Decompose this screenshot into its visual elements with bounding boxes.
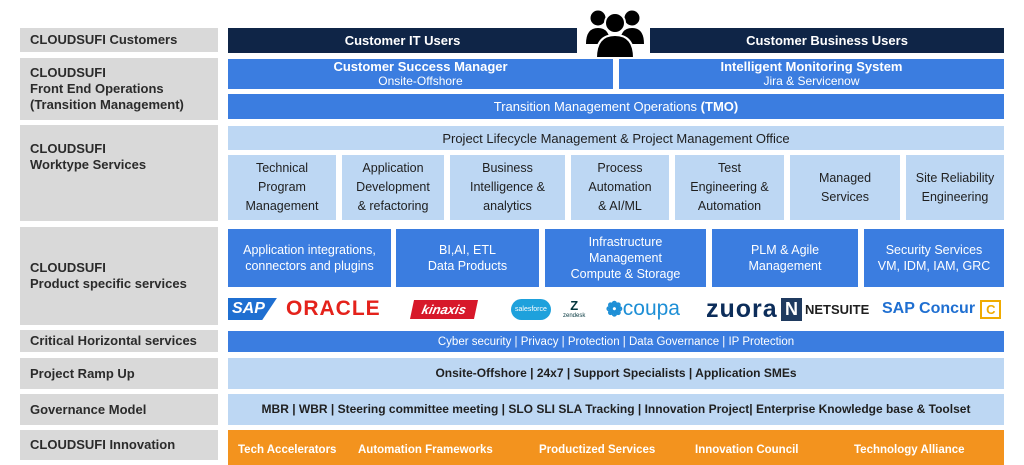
kinaxis-logo: kinaxis xyxy=(409,295,479,323)
label-innovation: CLOUDSUFI Innovation xyxy=(20,430,218,460)
netsuite-logo: N NETSUITE xyxy=(781,295,869,323)
label-product-services: CLOUDSUFI Product specific services xyxy=(20,227,218,325)
governance-bar: MBR | WBR | Steering committee meeting |… xyxy=(228,394,1004,425)
project-lifecycle-management: Project Lifecycle Management & Project M… xyxy=(228,126,1004,150)
worktype-service: Business Intelligence & analytics xyxy=(450,155,565,220)
label-front-end-operations: CLOUDSUFI Front End Operations (Transiti… xyxy=(20,58,218,120)
innovation-item: Automation Frameworks xyxy=(358,444,493,456)
oracle-logo: ORACLE xyxy=(286,297,381,320)
innovation-item: Innovation Council xyxy=(695,444,799,456)
innovation-bar: Tech Accelerators Automation Frameworks … xyxy=(228,430,1004,465)
project-ramp-up-bar: Onsite-Offshore | 24x7 | Support Special… xyxy=(228,358,1004,389)
zendesk-logo: Z zendesk xyxy=(563,297,586,319)
worktype-service: Test Engineering & Automation xyxy=(675,155,784,220)
sap-concur-logo: SAP Concur C xyxy=(882,295,1002,323)
customer-it-users: Customer IT Users xyxy=(228,28,577,53)
intelligent-monitoring-system: Intelligent Monitoring System Jira & Ser… xyxy=(619,59,1004,89)
product-service: PLM & Agile Management xyxy=(712,229,858,287)
label-critical-services: Critical Horizontal services xyxy=(20,330,218,352)
innovation-item: Tech Accelerators xyxy=(238,444,337,456)
coupa-logo: ❁ coupa xyxy=(606,297,680,321)
product-service: Application integrations, connectors and… xyxy=(228,229,391,287)
product-service: Security Services VM, IDM, IAM, GRC xyxy=(864,229,1004,287)
customer-success-manager: Customer Success Manager Onsite-Offshore xyxy=(228,59,613,89)
salesforce-logo: salesforce xyxy=(511,295,551,323)
customer-business-users: Customer Business Users xyxy=(650,28,1004,53)
label-worktype-services: CLOUDSUFI Worktype Services xyxy=(20,125,218,221)
ims-subtitle: Jira & Servicenow xyxy=(763,74,860,88)
worktype-service: Managed Services xyxy=(790,155,900,220)
label-project-ramp-up: Project Ramp Up xyxy=(20,358,218,389)
worktype-service: Technical Program Management xyxy=(228,155,336,220)
worktype-service: Process Automation & AI/ML xyxy=(571,155,669,220)
innovation-item: Productized Services xyxy=(539,444,656,456)
product-service: Infrastructure Management Compute & Stor… xyxy=(545,229,706,287)
tmo-abbr: (TMO) xyxy=(700,98,739,114)
innovation-item: Technology Alliance xyxy=(854,444,965,456)
critical-services-bar: Cyber security | Privacy | Protection | … xyxy=(228,331,1004,352)
product-service: BI,AI, ETL Data Products xyxy=(396,229,539,287)
ims-title: Intelligent Monitoring System xyxy=(720,59,903,74)
sap-logo: SAP xyxy=(228,295,277,323)
csm-subtitle: Onsite-Offshore xyxy=(378,74,463,88)
zuora-logo: zuora xyxy=(706,294,778,323)
worktype-service: Application Development & refactoring xyxy=(342,155,444,220)
csm-title: Customer Success Manager xyxy=(333,59,508,74)
worktype-service: Site Reliability Engineering xyxy=(906,155,1004,220)
coupa-icon: ❁ xyxy=(606,298,623,321)
label-governance-model: Governance Model xyxy=(20,394,218,425)
label-customers: CLOUDSUFI Customers xyxy=(20,28,218,52)
transition-management-operations: Transition Management Operations (TMO) xyxy=(228,94,1004,119)
tmo-text: Transition Management Operations xyxy=(493,98,701,114)
users-group-icon xyxy=(585,4,645,59)
